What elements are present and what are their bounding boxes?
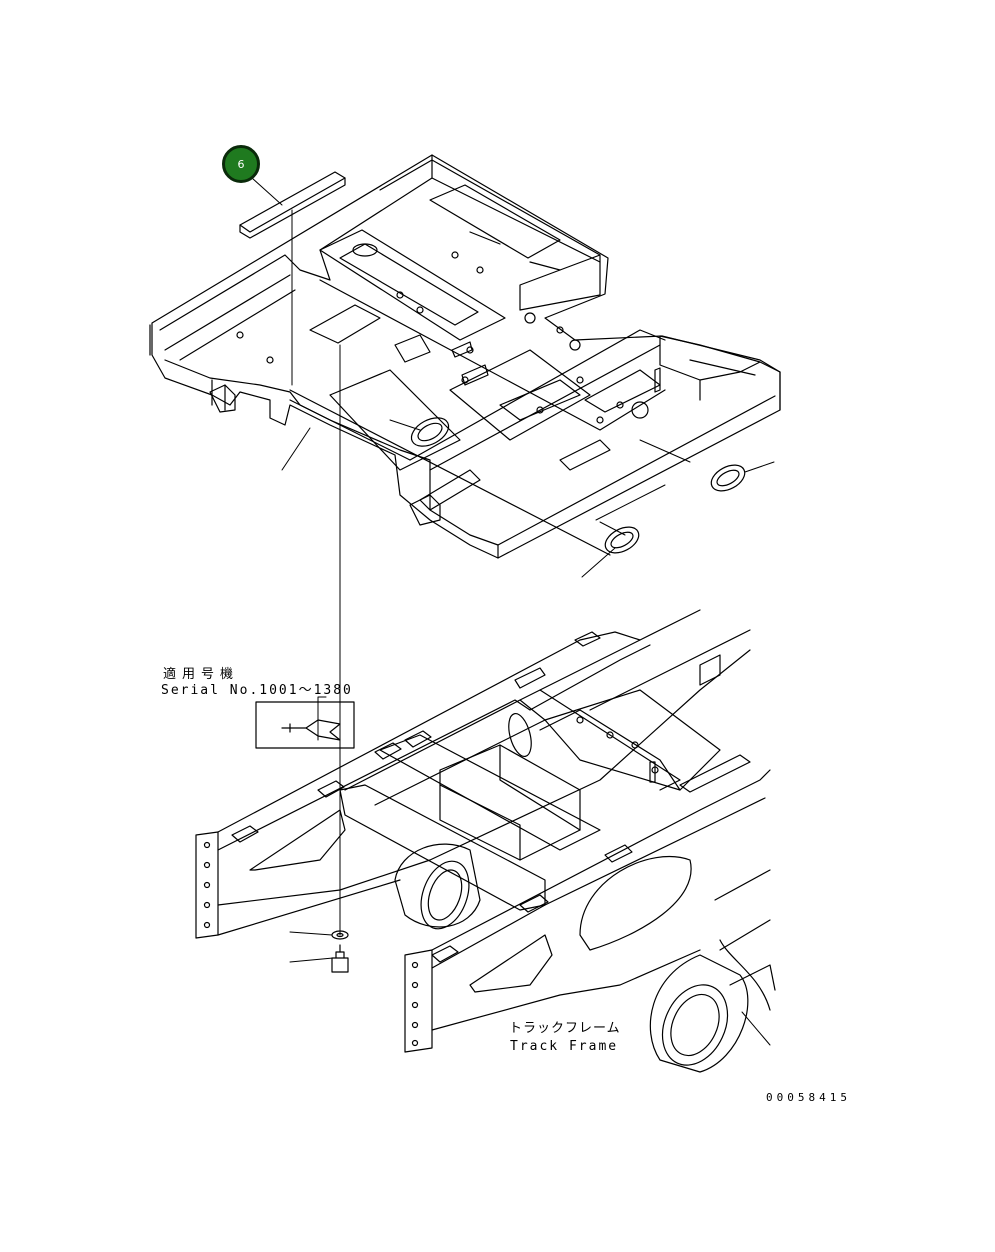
- serial-inset-box: [255, 701, 355, 749]
- track-frame-assembly: [195, 609, 776, 1073]
- serial-jp-label: 適用号機: [163, 667, 240, 682]
- washer: [331, 930, 349, 940]
- callout-6-number: 6: [237, 157, 245, 171]
- bolt: [331, 944, 349, 973]
- track-frame-jp-label: トラックフレーム: [509, 1021, 621, 1036]
- serial-en-label: Serial No.1001～1380: [161, 683, 353, 698]
- grommet-seal-center: [410, 417, 450, 447]
- grommet-seal-lower: [604, 526, 640, 554]
- revolving-frame-assembly: [149, 154, 781, 559]
- grommet-seal-right: [710, 464, 746, 492]
- track-frame-en-label: Track Frame: [510, 1039, 619, 1054]
- part-6-bar: [239, 171, 346, 239]
- callout-6-bubble[interactable]: 6: [222, 145, 260, 183]
- drawing-number: 00058415: [766, 1091, 851, 1104]
